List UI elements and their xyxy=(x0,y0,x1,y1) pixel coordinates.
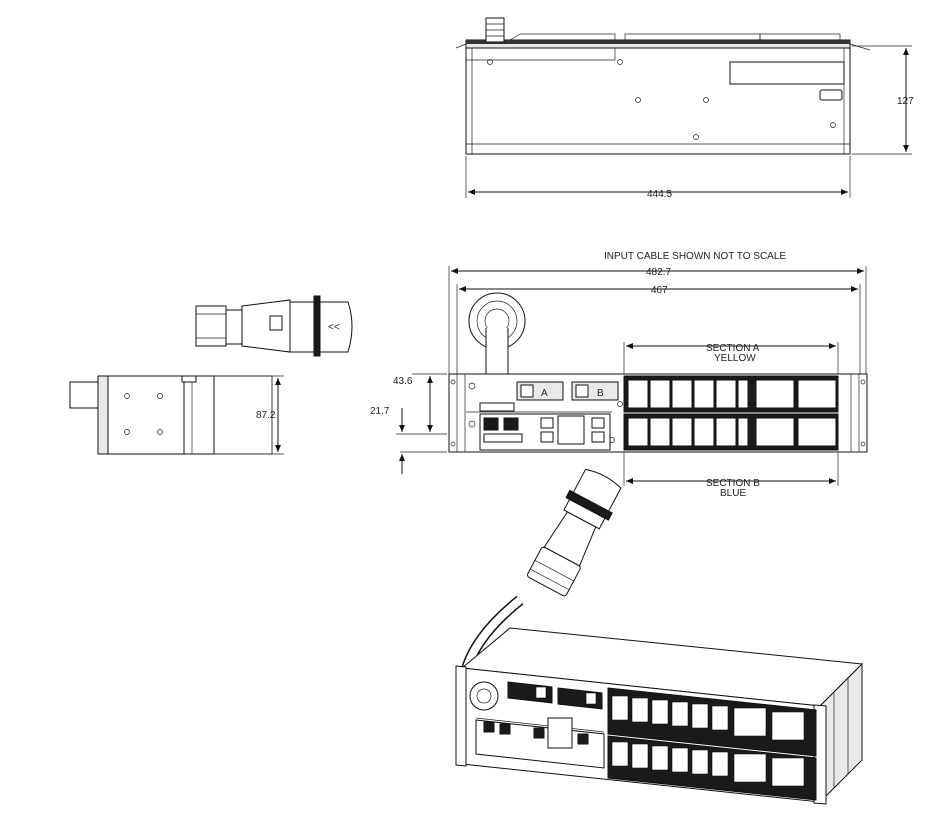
plug-nut xyxy=(195,305,227,347)
breaker-a-label: A xyxy=(541,388,548,399)
display xyxy=(557,415,585,445)
c19-outlet xyxy=(755,417,795,447)
section-b-color: BLUE xyxy=(720,488,746,499)
c19-outlet xyxy=(797,417,837,447)
brand-badge xyxy=(819,89,843,101)
network-port xyxy=(483,417,499,431)
isometric-view xyxy=(455,468,864,805)
half-unit-dimension: 21.7 xyxy=(370,406,390,417)
cable-note: INPUT CABLE SHOWN NOT TO SCALE xyxy=(604,251,786,262)
c13-outlet xyxy=(649,379,671,409)
side-gland xyxy=(69,381,101,409)
c13-outlet xyxy=(671,417,693,447)
height-dimension: 127 xyxy=(897,96,914,107)
c13-outlet xyxy=(671,379,693,409)
outlet-bank-b xyxy=(623,413,839,451)
breaker-b-label: B xyxy=(597,388,604,399)
outlet-bank-a xyxy=(623,375,839,413)
label-plate xyxy=(729,61,845,85)
c13-outlet xyxy=(737,417,749,447)
overall-width-dimension: 482.7 xyxy=(646,267,671,278)
c13-outlet xyxy=(737,379,749,409)
body-width-dimension: 467 xyxy=(651,285,668,296)
c13-outlet xyxy=(715,379,737,409)
width-dimension: 444.5 xyxy=(647,189,672,200)
iso-display xyxy=(547,717,573,749)
iso-inlet xyxy=(469,681,499,711)
plug-head xyxy=(319,301,353,353)
c13-outlet xyxy=(627,417,649,447)
c13-outlet xyxy=(715,417,737,447)
c13-outlet xyxy=(693,379,715,409)
section-a-color: YELLOW xyxy=(714,353,756,364)
plug-body xyxy=(241,299,291,353)
iso-plug xyxy=(527,468,622,597)
side-body xyxy=(107,375,185,455)
front-view: INPUT CABLE SHOWN NOT TO SCALE 482.7 467… xyxy=(370,251,868,499)
section-b-label: SECTION B xyxy=(706,478,760,489)
c19-outlet xyxy=(755,379,795,409)
c19-outlet xyxy=(797,379,837,409)
c13-outlet xyxy=(649,417,671,447)
top-view: 127 444.5 xyxy=(455,17,914,200)
section-a-label: SECTION A xyxy=(706,343,760,354)
c13-outlet xyxy=(693,417,715,447)
c13-outlet xyxy=(627,379,649,409)
svg-text:<<: << xyxy=(328,322,340,333)
rack-unit-dimension: 43.6 xyxy=(393,376,413,387)
side-view: << 87.2 xyxy=(20,295,353,455)
depth-dimension: 87.2 xyxy=(256,410,276,421)
